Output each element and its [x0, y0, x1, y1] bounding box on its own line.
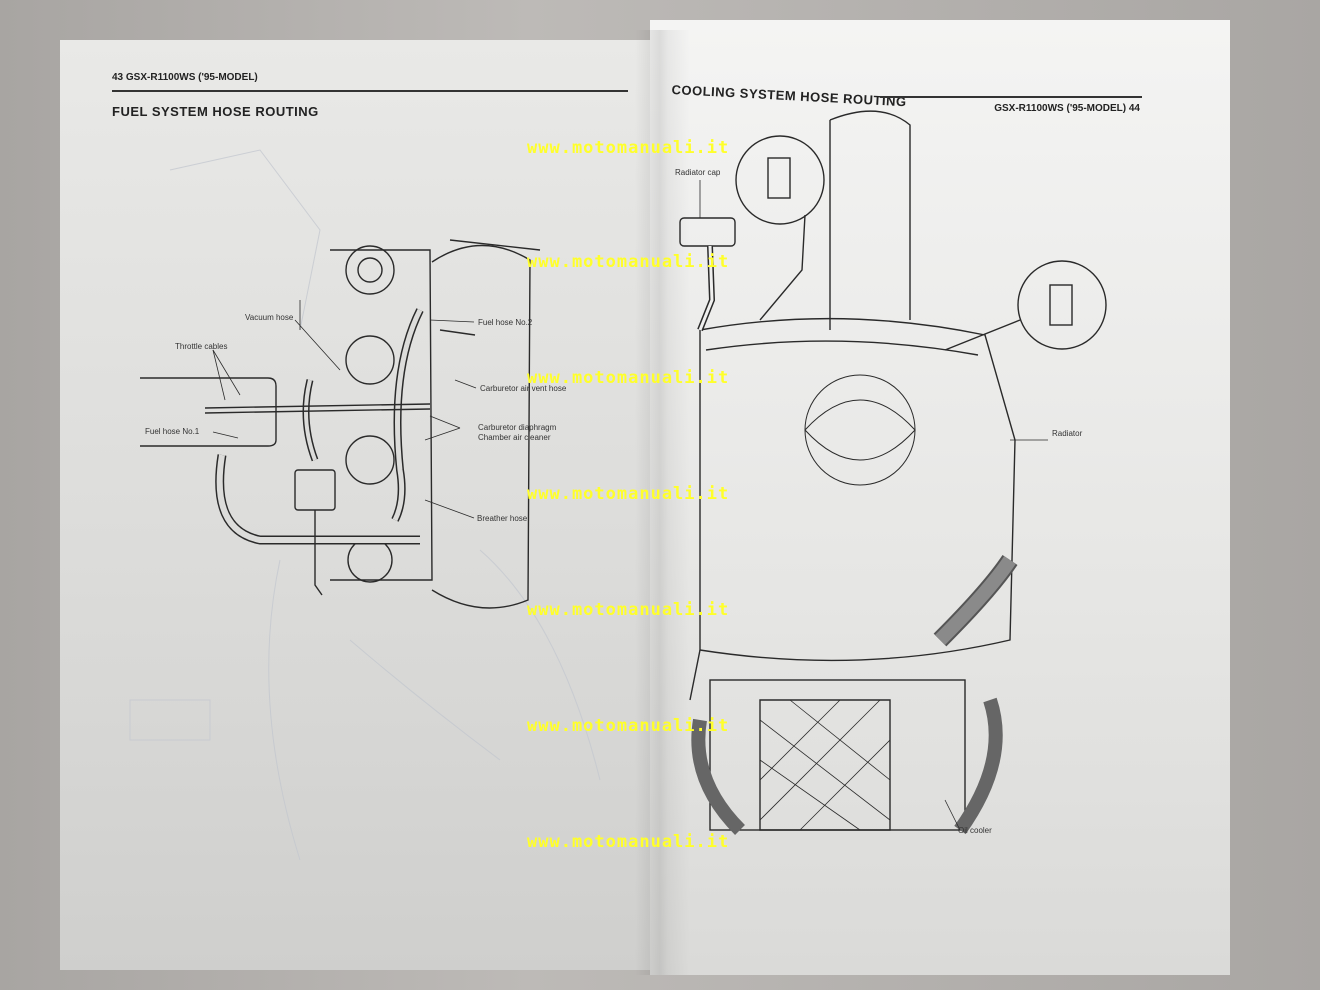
- watermark-5: www.motomanuali.it: [527, 600, 730, 620]
- label-breather-hose: Breather hose: [477, 514, 528, 523]
- label-chamber-air-cleaner: Chamber air cleaner: [478, 433, 551, 442]
- label-throttle-cables: Throttle cables: [175, 342, 228, 351]
- label-fuel-hose-no2: Fuel hose No.2: [478, 318, 533, 327]
- watermark-4: www.motomanuali.it: [527, 484, 730, 504]
- watermark-1: www.motomanuali.it: [527, 138, 730, 158]
- left-header-rule: [112, 90, 628, 92]
- label-vacuum-hose: Vacuum hose: [245, 313, 294, 322]
- book-spine-shadow: [635, 30, 690, 975]
- left-page-header: 43 GSX-R1100WS ('95-MODEL): [112, 72, 258, 83]
- watermark-7: www.motomanuali.it: [527, 832, 730, 852]
- label-radiator-cap: Radiator cap: [675, 168, 721, 177]
- right-header-rule: [880, 96, 1142, 98]
- watermark-2: www.motomanuali.it: [527, 252, 730, 272]
- label-radiator: Radiator: [1052, 429, 1083, 438]
- watermark-3: www.motomanuali.it: [527, 368, 730, 388]
- watermark-6: www.motomanuali.it: [527, 716, 730, 736]
- left-page: [60, 40, 660, 970]
- label-carburetor-air-vent-hose: Carburetor air vent hose: [480, 384, 567, 393]
- right-page: [650, 20, 1230, 975]
- label-oil-cooler: Oil cooler: [958, 826, 992, 835]
- right-page-header: GSX-R1100WS ('95-MODEL) 44: [994, 103, 1140, 114]
- label-carburetor-diaphragm: Carburetor diaphragm: [478, 423, 557, 432]
- label-fuel-hose-no1: Fuel hose No.1: [145, 427, 200, 436]
- left-page-title: FUEL SYSTEM HOSE ROUTING: [112, 104, 319, 119]
